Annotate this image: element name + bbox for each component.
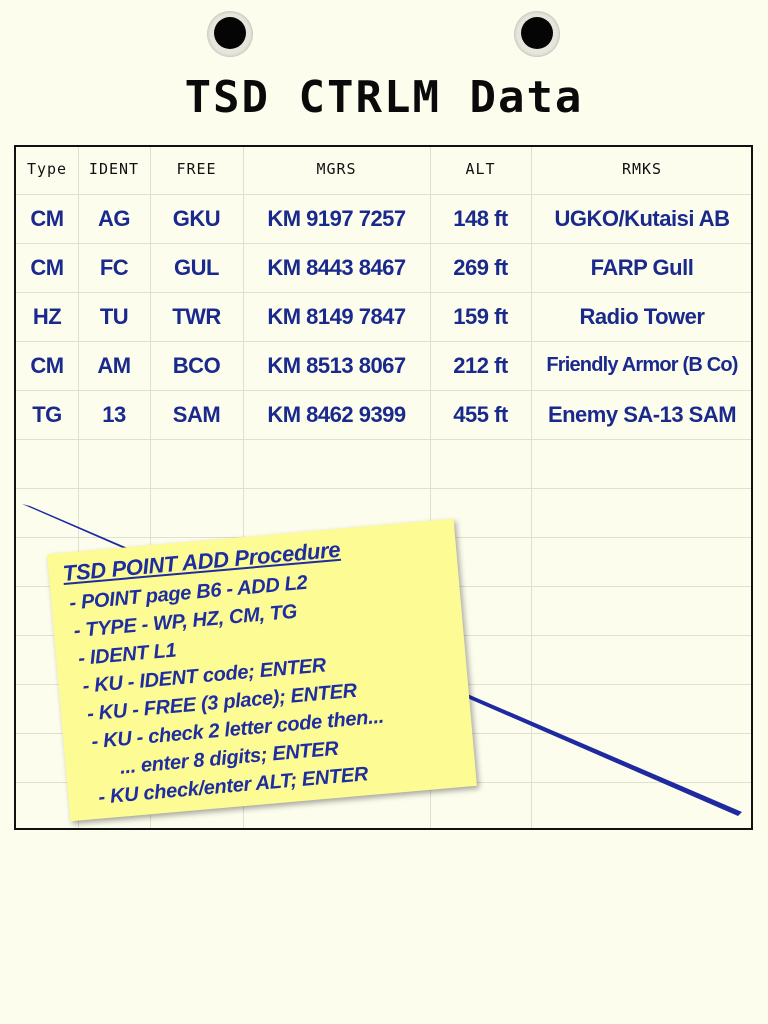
grid-line [16,390,751,391]
table-header-row: Type IDENT FREE MGRS ALT RMKS [16,147,751,194]
column-header-rmks: RMKS [621,160,663,178]
cell-alt: 148 ft [453,206,508,231]
cell-ident: TU [99,304,129,329]
grid-line [16,292,751,293]
grid-line [243,147,244,828]
column-header-alt: ALT [465,160,496,178]
cell-rmks: UGKO/Kutaisi AB [554,206,730,231]
cell-ident: 13 [102,402,126,427]
table-row: HZ TU TWR KM 8149 7847 159 ft Radio Towe… [16,292,751,341]
cell-free: GUL [174,255,219,280]
cell-alt: 159 ft [453,304,508,329]
column-header-ident: IDENT [88,160,140,178]
column-header-mgrs: MGRS [316,160,357,178]
sticky-note: TSD POINT ADD Procedure - POINT page B6 … [47,518,477,822]
cell-mgrs: KM 9197 7257 [267,206,406,231]
cell-mgrs: KM 8513 8067 [267,353,406,378]
cell-alt: 269 ft [453,255,508,280]
cell-alt: 455 ft [453,402,508,427]
grid-line [16,439,751,440]
grid-line [16,488,751,489]
grid-line [16,341,751,342]
grid-line [16,194,751,195]
grid-line [150,147,151,828]
cell-rmks: Friendly Armor (B Co) [546,354,738,376]
cell-type: CM [30,206,64,231]
note-line: - IDENT L1 [77,639,178,670]
cell-type: CM [30,353,64,378]
table-row: TG 13 SAM KM 8462 9399 455 ft Enemy SA-1… [16,390,751,439]
cell-rmks: FARP Gull [590,255,694,280]
binder-hole-right [514,11,560,57]
grid-line [16,243,751,244]
cell-type: TG [32,402,62,427]
table-row: CM FC GUL KM 8443 8467 269 ft FARP Gull [16,243,751,292]
cell-ident: AM [97,353,131,378]
cell-mgrs: KM 8149 7847 [267,304,406,329]
grid-line [430,147,431,828]
cell-alt: 212 ft [453,353,508,378]
cell-free: BCO [172,353,221,378]
cell-free: SAM [172,402,221,427]
table-row: CM AG GKU KM 9197 7257 148 ft UGKO/Kutai… [16,194,751,243]
cell-free: TWR [172,304,221,329]
grid-line [78,147,79,828]
cell-ident: FC [99,255,129,280]
cell-free: GKU [172,206,221,231]
binder-hole-left [207,11,253,57]
cell-rmks: Radio Tower [579,304,705,329]
cell-rmks: Enemy SA-13 SAM [547,402,737,427]
cell-type: HZ [32,304,62,329]
cell-mgrs: KM 8462 9399 [267,402,406,427]
cell-ident: AG [98,206,131,231]
column-header-type: Type [26,160,68,178]
cell-mgrs: KM 8443 8467 [267,255,406,280]
column-header-free: FREE [176,160,217,178]
cell-type: CM [30,255,64,280]
table-row: CM AM BCO KM 8513 8067 212 ft Friendly A… [16,341,751,390]
grid-line [531,147,532,828]
page-title: TSD CTRLM Data [184,72,584,123]
